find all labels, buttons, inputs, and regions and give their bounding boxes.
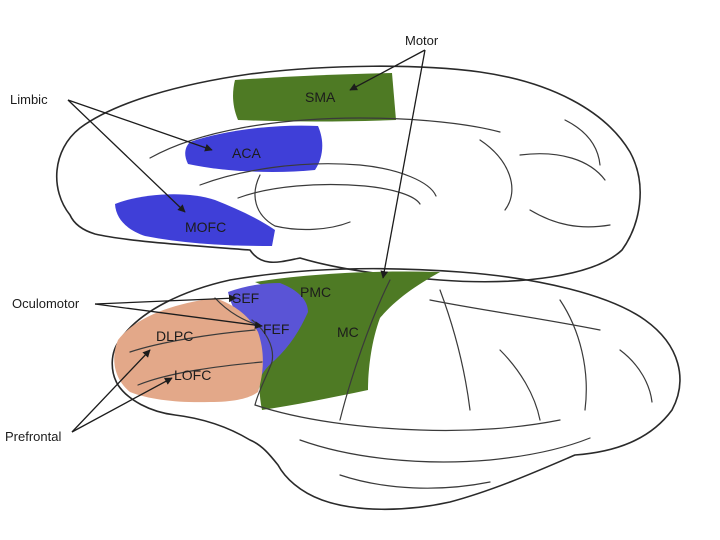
label-limbic: Limbic [10, 92, 48, 107]
label-sma: SMA [305, 89, 336, 105]
label-aca: ACA [232, 145, 261, 161]
label-fef: FEF [263, 321, 289, 337]
label-pmc: PMC [300, 284, 331, 300]
label-motor: Motor [405, 33, 439, 48]
label-dlpc: DLPC [156, 328, 193, 344]
label-lofc: LOFC [174, 367, 211, 383]
label-mofc: MOFC [185, 219, 226, 235]
label-prefrontal: Prefrontal [5, 429, 61, 444]
label-sef: SEF [232, 290, 259, 306]
label-oculomotor: Oculomotor [12, 296, 80, 311]
label-mc: MC [337, 324, 359, 340]
